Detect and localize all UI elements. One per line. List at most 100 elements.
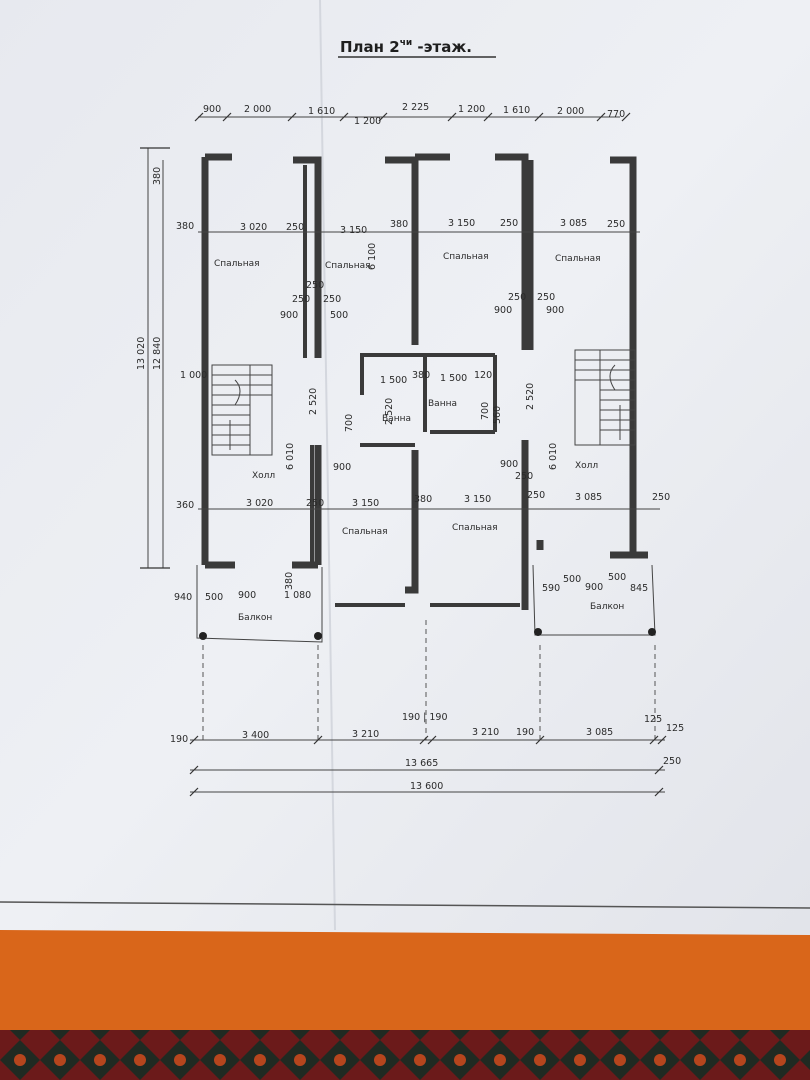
inner-dim-900-b: 900 [494, 305, 512, 316]
floor-plan-walls [201, 153, 648, 610]
lower-dim-4: 3 150 [352, 498, 379, 509]
top-dim-1: 900 [203, 104, 221, 115]
top-dim-7: 1 610 [503, 105, 530, 116]
staircase-right [574, 349, 636, 446]
inner-dim-380: 380 [412, 370, 430, 381]
room-balcony-left: Балкон [238, 613, 272, 623]
bottom-dim-ticks [189, 735, 667, 797]
bottom-dim-6: 190 [516, 727, 534, 738]
lower-dim-1: 360 [176, 500, 194, 511]
bottom-dim-7: 3 085 [586, 727, 613, 738]
inner-dim-380-b: 380 [284, 572, 295, 590]
room-bedroom-5: Спальная [342, 527, 388, 537]
upper-dim-4: 3 150 [340, 225, 367, 236]
inner-dim-900-e: 900 [500, 459, 518, 470]
inner-dim-560: 560 [492, 406, 503, 424]
bottom-dim-8: 125 [644, 714, 662, 725]
paper-sheet [0, 0, 810, 935]
upper-dim-6: 3 150 [448, 218, 475, 229]
inner-dim-6100: 6 100 [367, 243, 378, 270]
inner-dim-250-a: 250 [306, 280, 324, 291]
inner-dim-1000: 1 000 [180, 370, 207, 381]
upper-dim-8: 3 085 [560, 218, 587, 229]
page-border-bottom [0, 901, 810, 909]
room-bedroom-6: Спальная [452, 523, 498, 533]
staircase-left [211, 364, 273, 456]
inner-dim-500-d: 500 [608, 572, 626, 583]
lower-dim-2: 3 020 [246, 498, 273, 509]
inner-dim-845: 845 [630, 583, 648, 594]
bottom-dim-9: 125 [666, 723, 684, 734]
inner-dim-2520-right: 2 520 [525, 383, 536, 410]
balcony-left [196, 565, 323, 643]
inner-dim-900-c: 900 [546, 305, 564, 316]
top-dim-9: 770 [607, 109, 625, 120]
lower-dim-5: 380 [414, 494, 432, 505]
left-dim-outer: 13 020 [136, 337, 147, 370]
upper-dim-1: 380 [176, 221, 194, 232]
inner-dim-1080: 1 080 [284, 590, 311, 601]
inner-dim-250-c: 250 [323, 294, 341, 305]
bottom-dim-4: 190 | 190 [402, 712, 448, 723]
upper-dim-7: 250 [500, 218, 518, 229]
bottom-dim-5: 3 210 [472, 727, 499, 738]
inner-dim-900-f: 900 [238, 590, 256, 601]
inner-dim-590: 590 [542, 583, 560, 594]
extension-lines [202, 620, 656, 740]
inner-dim-250-b: 250 [292, 294, 310, 305]
inner-dim-6010-left: 6 010 [285, 443, 296, 470]
top-dim-3: 1 610 [308, 106, 335, 117]
inner-dim-500-b: 500 [205, 592, 223, 603]
inner-dim-900-g: 900 [585, 582, 603, 593]
top-dim-8: 2 000 [557, 106, 584, 117]
inner-dim-2520-left: 2 520 [308, 388, 319, 415]
room-bedroom-3: Спальная [443, 252, 489, 262]
top-dim-6: 1 200 [458, 104, 485, 115]
room-bath-1: Ванна [382, 414, 411, 424]
inner-dim-700-b: 700 [480, 402, 491, 420]
plan-title: План 2чи -этаж. [340, 38, 472, 56]
bottom-dim-1: 190 [170, 734, 188, 745]
inner-dim-120: 120 [474, 370, 492, 381]
upper-dim-3: 250 [286, 222, 304, 233]
lower-dim-9: 250 [652, 492, 670, 503]
room-bath-2: Ванна [428, 399, 457, 409]
inner-dim-250-d: 250 [508, 292, 526, 303]
inner-dim-500-a: 500 [330, 310, 348, 321]
bottom-end-250: 250 [663, 756, 681, 767]
inner-dim-900-d: 900 [333, 462, 351, 473]
top-dimension-ticks [194, 112, 631, 122]
inner-dim-250-f: 250 [515, 471, 533, 482]
inner-dim-250-e: 250 [537, 292, 555, 303]
inner-dim-700-a: 700 [344, 414, 355, 432]
inner-dim-940: 940 [174, 592, 192, 603]
upper-dim-9: 250 [607, 219, 625, 230]
room-bedroom-1: Спальная [214, 259, 260, 269]
lower-dim-8: 3 085 [575, 492, 602, 503]
upper-dim-5: 380 [390, 219, 408, 230]
left-dim-top-small: 380 [152, 167, 163, 185]
top-dim-4: 1 200 [354, 116, 381, 127]
bottom-dim-3: 3 210 [352, 729, 379, 740]
inner-dim-1500-b: 1 500 [440, 373, 467, 384]
paper-fold [319, 0, 336, 931]
room-hall-right: Холл [575, 461, 598, 471]
inner-dim-6010-right: 6 010 [548, 443, 559, 470]
room-bedroom-4: Спальная [555, 254, 601, 264]
bottom-total-2: 13 600 [410, 781, 443, 792]
bottom-dim-2: 3 400 [242, 730, 269, 741]
inner-dim-500-c: 500 [563, 574, 581, 585]
room-balcony-right: Балкон [590, 602, 624, 612]
lower-dim-7: 250 [527, 490, 545, 501]
room-bedroom-2: Спальная [325, 261, 371, 271]
lower-dim-3: 250 [306, 498, 324, 509]
balcony-right [532, 564, 656, 636]
lower-dim-6: 3 150 [464, 494, 491, 505]
inner-dim-1500-a: 1 500 [380, 375, 407, 386]
inner-dim-2520-mid: 2 520 [384, 398, 395, 425]
bottom-total-1: 13 665 [405, 758, 438, 769]
upper-dim-2: 3 020 [240, 222, 267, 233]
inner-dim-900-a: 900 [280, 310, 298, 321]
top-dim-5: 2 225 [402, 102, 429, 113]
